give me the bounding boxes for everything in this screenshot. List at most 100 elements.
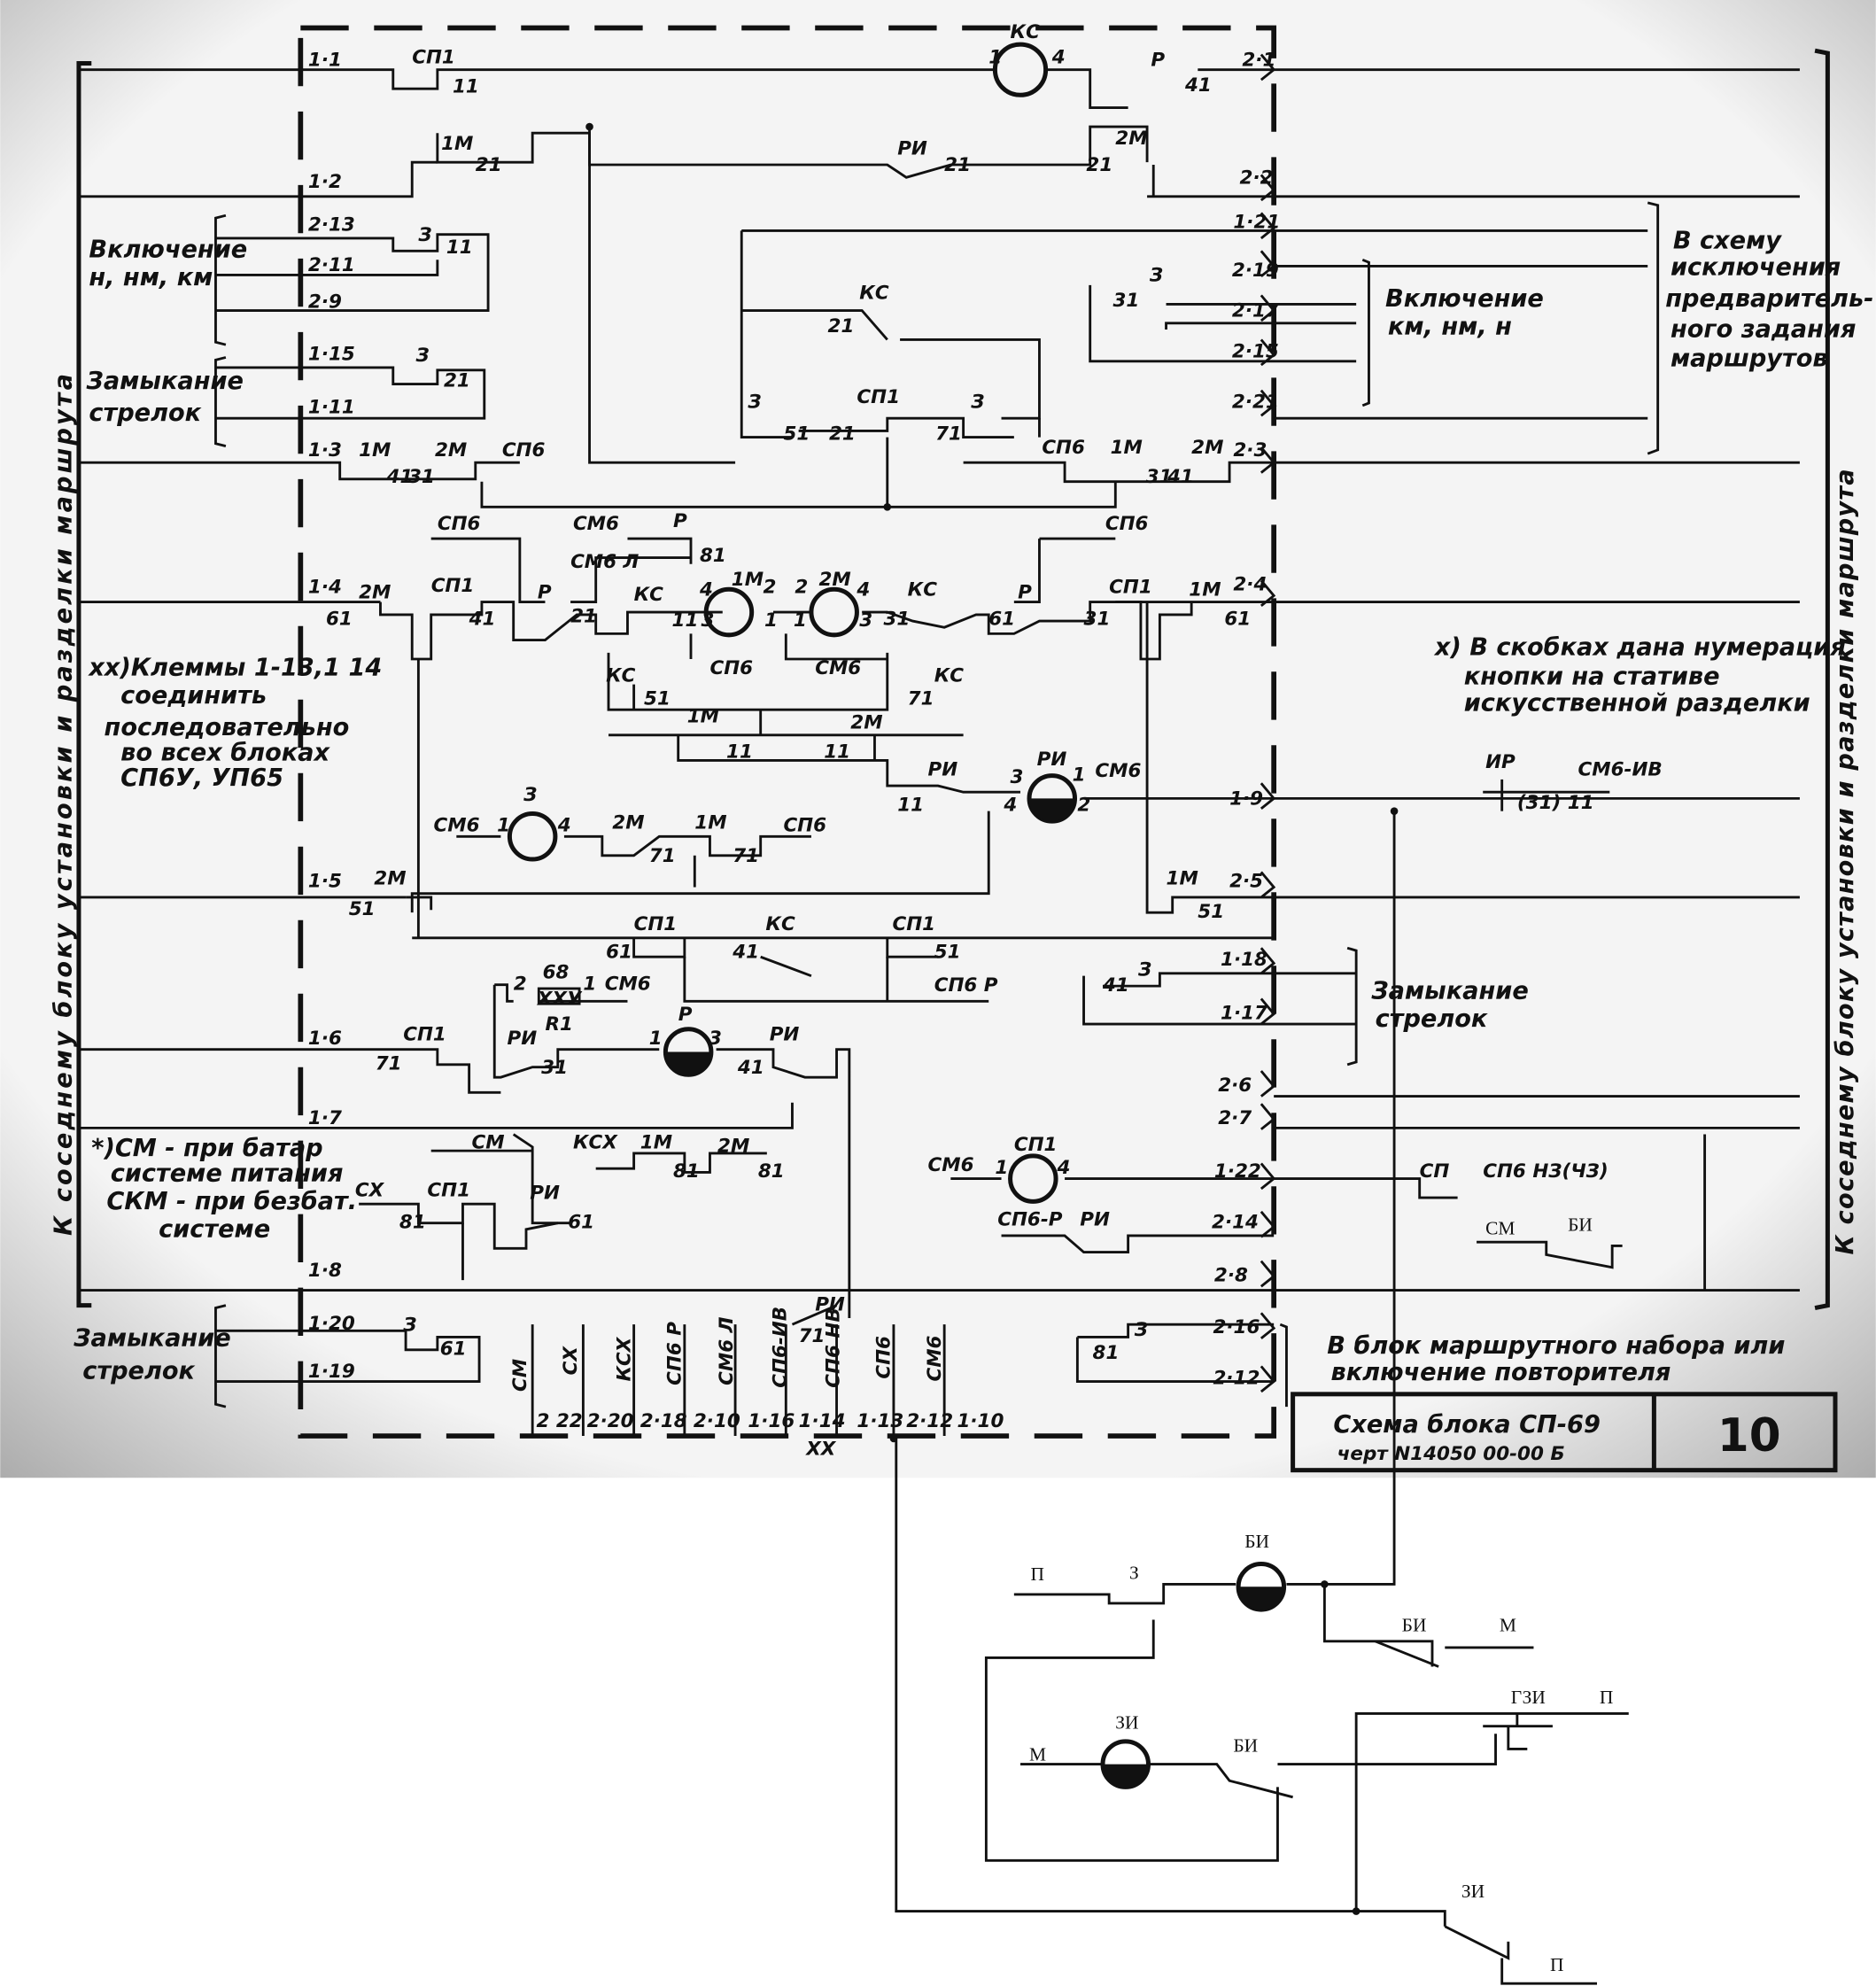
terminal-label: 11 (446, 237, 473, 259)
terminal-label: 21 (829, 423, 856, 445)
note-text: стрелок (89, 400, 201, 427)
terminal-label: 2·18 (640, 1410, 687, 1432)
terminal-label: 11 (672, 609, 699, 632)
terminal-label: СМ6 (573, 513, 619, 535)
terminal-label: СП6 (783, 815, 826, 837)
terminal-label: 21 (828, 315, 855, 337)
wire (1077, 1323, 1275, 1338)
terminal-label: 2М (1191, 437, 1223, 459)
wires (76, 25, 1830, 1985)
terminal-label: 71 (733, 845, 759, 867)
bus-label: КСХ (613, 1336, 635, 1381)
terminal-label: 2·8 (1214, 1264, 1248, 1286)
terminal-label: КС (765, 913, 795, 935)
terminal-label: СП1 (1014, 1134, 1058, 1156)
addon-label: П (1550, 1954, 1564, 1975)
terminal-label: 2·5 (1229, 871, 1263, 893)
wire (1260, 174, 1276, 202)
wire (1013, 539, 1041, 604)
terminal-label: СП1 (403, 1024, 446, 1046)
terminal-label: 1·13 (857, 1410, 903, 1432)
addon-label: БИ (1244, 1531, 1269, 1552)
terminal-label: 1 (995, 1157, 1008, 1179)
terminal-label: 2·11 (308, 254, 355, 276)
wire (436, 131, 736, 464)
terminal-label: 2·13 (308, 213, 355, 236)
wire (1324, 811, 1396, 1586)
terminal-label: СП6 (709, 657, 753, 679)
wire (1260, 338, 1276, 367)
terminal-label: СП6-Р (997, 1209, 1063, 1231)
terminal-label: 1 (583, 973, 596, 995)
note-text: стрелок (82, 1358, 195, 1385)
terminal-label: 1·22 (1214, 1160, 1261, 1183)
terminal-label: 2·12 (1213, 1367, 1260, 1389)
relay-fill (1238, 1586, 1284, 1610)
wire (570, 556, 692, 604)
wire (1286, 1583, 1434, 1667)
terminal-label: 1М (687, 706, 719, 728)
terminal-label: 31 (1084, 608, 1111, 630)
terminal-label: 1·16 (748, 1410, 795, 1432)
terminal-label: Р (1018, 581, 1032, 603)
wire (1260, 782, 1276, 810)
terminal-label: 71 (649, 845, 676, 867)
wire (1500, 1958, 1597, 1985)
drawing-title: Схема блока СП-69 (1333, 1411, 1600, 1439)
wire (78, 461, 520, 481)
addon-label: БИ (1233, 1734, 1258, 1756)
terminal-label: 1 (497, 815, 510, 837)
terminal-label: 21 (944, 154, 971, 176)
relay-coil-icon (507, 811, 558, 862)
terminal-label: 81 (399, 1211, 426, 1233)
addon-label: БИ (1568, 1214, 1593, 1235)
terminal-label: 41 (386, 466, 414, 488)
terminal-label: 81 (673, 1160, 700, 1183)
relay-fill (1102, 1764, 1149, 1788)
terminal-label: СМ6 (605, 973, 651, 995)
terminal-label: СП1 (857, 386, 900, 408)
right-side-caption: К соседнему блоку установки и разделки м… (1832, 469, 1859, 1254)
note-text: В схему (1673, 227, 1782, 254)
terminal-label: 2·3 (1233, 439, 1267, 462)
addon-label: М (1500, 1614, 1516, 1635)
relay-coil-icon (809, 586, 859, 638)
terminal-label: 3 (709, 1028, 722, 1050)
terminal-label: 1 (1073, 764, 1086, 786)
wire (1082, 975, 1357, 1026)
terminal-label: (31) 11 (1517, 792, 1594, 814)
terminal-label: СМ6 (434, 815, 480, 837)
terminal-label: 1·3 (308, 439, 342, 462)
terminal-label: 2М (819, 569, 851, 591)
terminal-label: СМ6 Л (570, 551, 639, 573)
wire (480, 437, 889, 508)
wire (862, 601, 1193, 661)
terminal-label: 1·1 (308, 49, 342, 71)
terminal-label: СМ6 (815, 657, 861, 679)
wire (798, 416, 1014, 439)
drawing-number: черт N14050 00-00 Б (1337, 1443, 1565, 1465)
terminal-label: Р (1151, 49, 1165, 71)
note-text: СП6У, УП65 (120, 764, 283, 792)
terminal-label: 68 (543, 962, 570, 984)
terminal-label: 61 (326, 608, 353, 630)
terminal-label: З (417, 224, 431, 246)
terminal-label: 4 (1056, 1157, 1070, 1179)
terminal-label: СП (1420, 1160, 1450, 1183)
terminal-label: 41 (732, 942, 759, 964)
terminal-label: 81 (1093, 1342, 1120, 1364)
terminal-label: З (415, 345, 430, 367)
wire (78, 160, 438, 198)
terminal-label: РИ (928, 759, 958, 781)
terminal-label: ХХ (804, 1439, 837, 1461)
note-text: предваритель- (1665, 285, 1873, 313)
addon-label: ЗИ (1115, 1712, 1138, 1734)
addon-label: П (1600, 1687, 1613, 1708)
terminal-label: 1М (640, 1131, 672, 1153)
terminal-label: 2М (1115, 128, 1147, 150)
wire (1013, 1583, 1236, 1605)
terminal-label: 1·4 (308, 577, 342, 599)
terminal-label: 2·20 (587, 1410, 634, 1432)
terminal-label: 3 (1011, 766, 1024, 788)
wire (1814, 48, 1830, 1310)
